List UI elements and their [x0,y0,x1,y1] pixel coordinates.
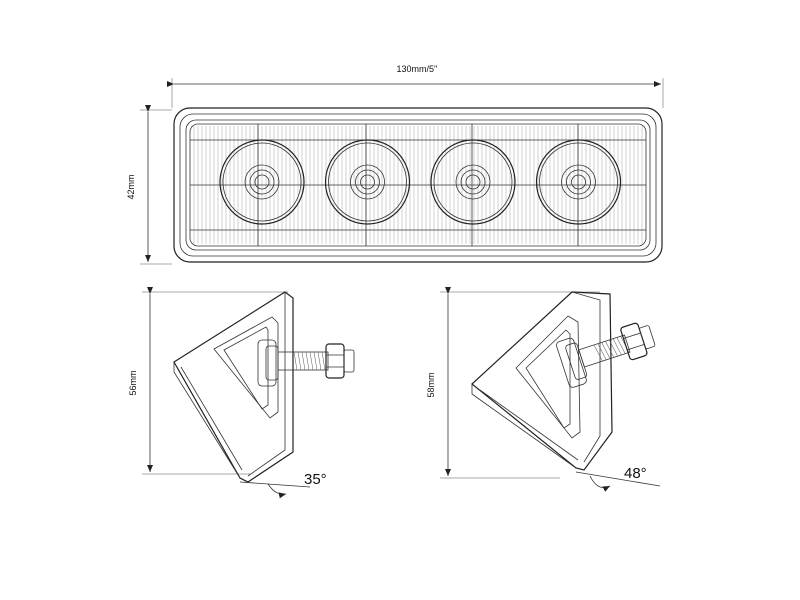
left-angle-label: 35° [304,471,327,488]
right-angle-label: 48° [624,465,647,482]
front-view: 130mm/5'' 42mm [126,64,664,265]
left-height-dimension: 56mm [128,287,288,475]
side-view-left: 56mm 35° [128,287,355,499]
left-angle-indicator: 35° [239,471,327,499]
right-angle-indicator: 48° [575,465,661,492]
side-view-right: 58mm 48° [426,287,661,492]
led-1 [219,139,305,225]
height-label: 42mm [126,174,136,199]
led-4 [535,139,622,225]
lens-border [185,119,651,251]
width-dimension: 130mm/5'' [167,64,664,108]
right-bolt-head [556,337,587,388]
left-bolt-head [257,339,277,387]
lamp-housing-outer [173,107,663,263]
right-height-label: 58mm [426,372,436,397]
right-bolt-thread [593,336,630,362]
width-label: 130mm/5'' [397,64,438,74]
left-height-label: 56mm [128,370,138,395]
left-nut [325,343,345,379]
lamp-housing-inner [179,113,657,257]
lens-ribbing [190,124,646,246]
height-dimension: 42mm [126,105,172,265]
right-bracket-body [471,291,613,471]
left-bolt-thread [293,351,326,371]
led-2 [324,139,411,225]
led-3 [430,139,516,225]
led-group [219,139,622,225]
